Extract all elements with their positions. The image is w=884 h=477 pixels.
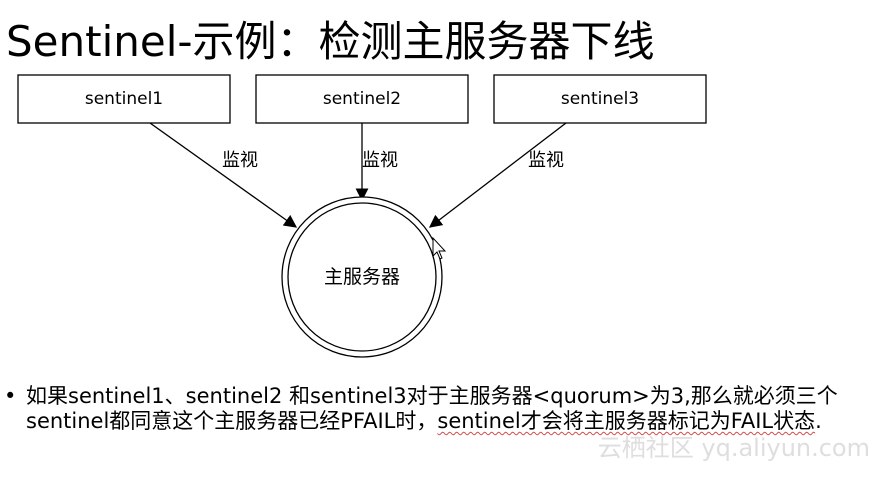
sentinel1-node: sentinel1 <box>17 74 231 124</box>
bullet-text-underlined: sentinel才会将主服务器标记为FAIL状态 <box>437 409 816 433</box>
master-label: 主服务器 <box>324 266 400 288</box>
monitor-label-1: 监视 <box>222 150 258 171</box>
bullet-text-main: 如果sentinel1、sentinel2 和sentinel3对于主服务器<q… <box>26 384 838 433</box>
sentinel2-label: sentinel2 <box>323 89 401 109</box>
monitor-label-3: 监视 <box>528 150 564 171</box>
monitor-arrow-1 <box>149 122 298 228</box>
watermark: 云栖社区 yq.aliyun.com <box>597 434 870 462</box>
mouse-cursor-icon <box>432 236 447 260</box>
sentinel2-node: sentinel2 <box>255 74 469 124</box>
bullet-text: 如果sentinel1、sentinel2 和sentinel3对于主服务器<q… <box>26 384 874 434</box>
master-node: 主服务器 <box>281 196 443 358</box>
slide-title: Sentinel-示例：检测主服务器下线 <box>6 17 655 66</box>
sentinel3-node: sentinel3 <box>493 74 707 124</box>
monitor-label-2: 监视 <box>362 150 398 171</box>
sentinel3-label: sentinel3 <box>561 89 639 109</box>
bullet-dot-icon: • <box>4 384 17 408</box>
monitor-arrow-3 <box>428 122 567 228</box>
bullet-text-end: . <box>815 409 822 433</box>
sentinel1-label: sentinel1 <box>85 89 163 109</box>
bullet-point: • 如果sentinel1、sentinel2 和sentinel3对于主服务器… <box>4 384 874 434</box>
